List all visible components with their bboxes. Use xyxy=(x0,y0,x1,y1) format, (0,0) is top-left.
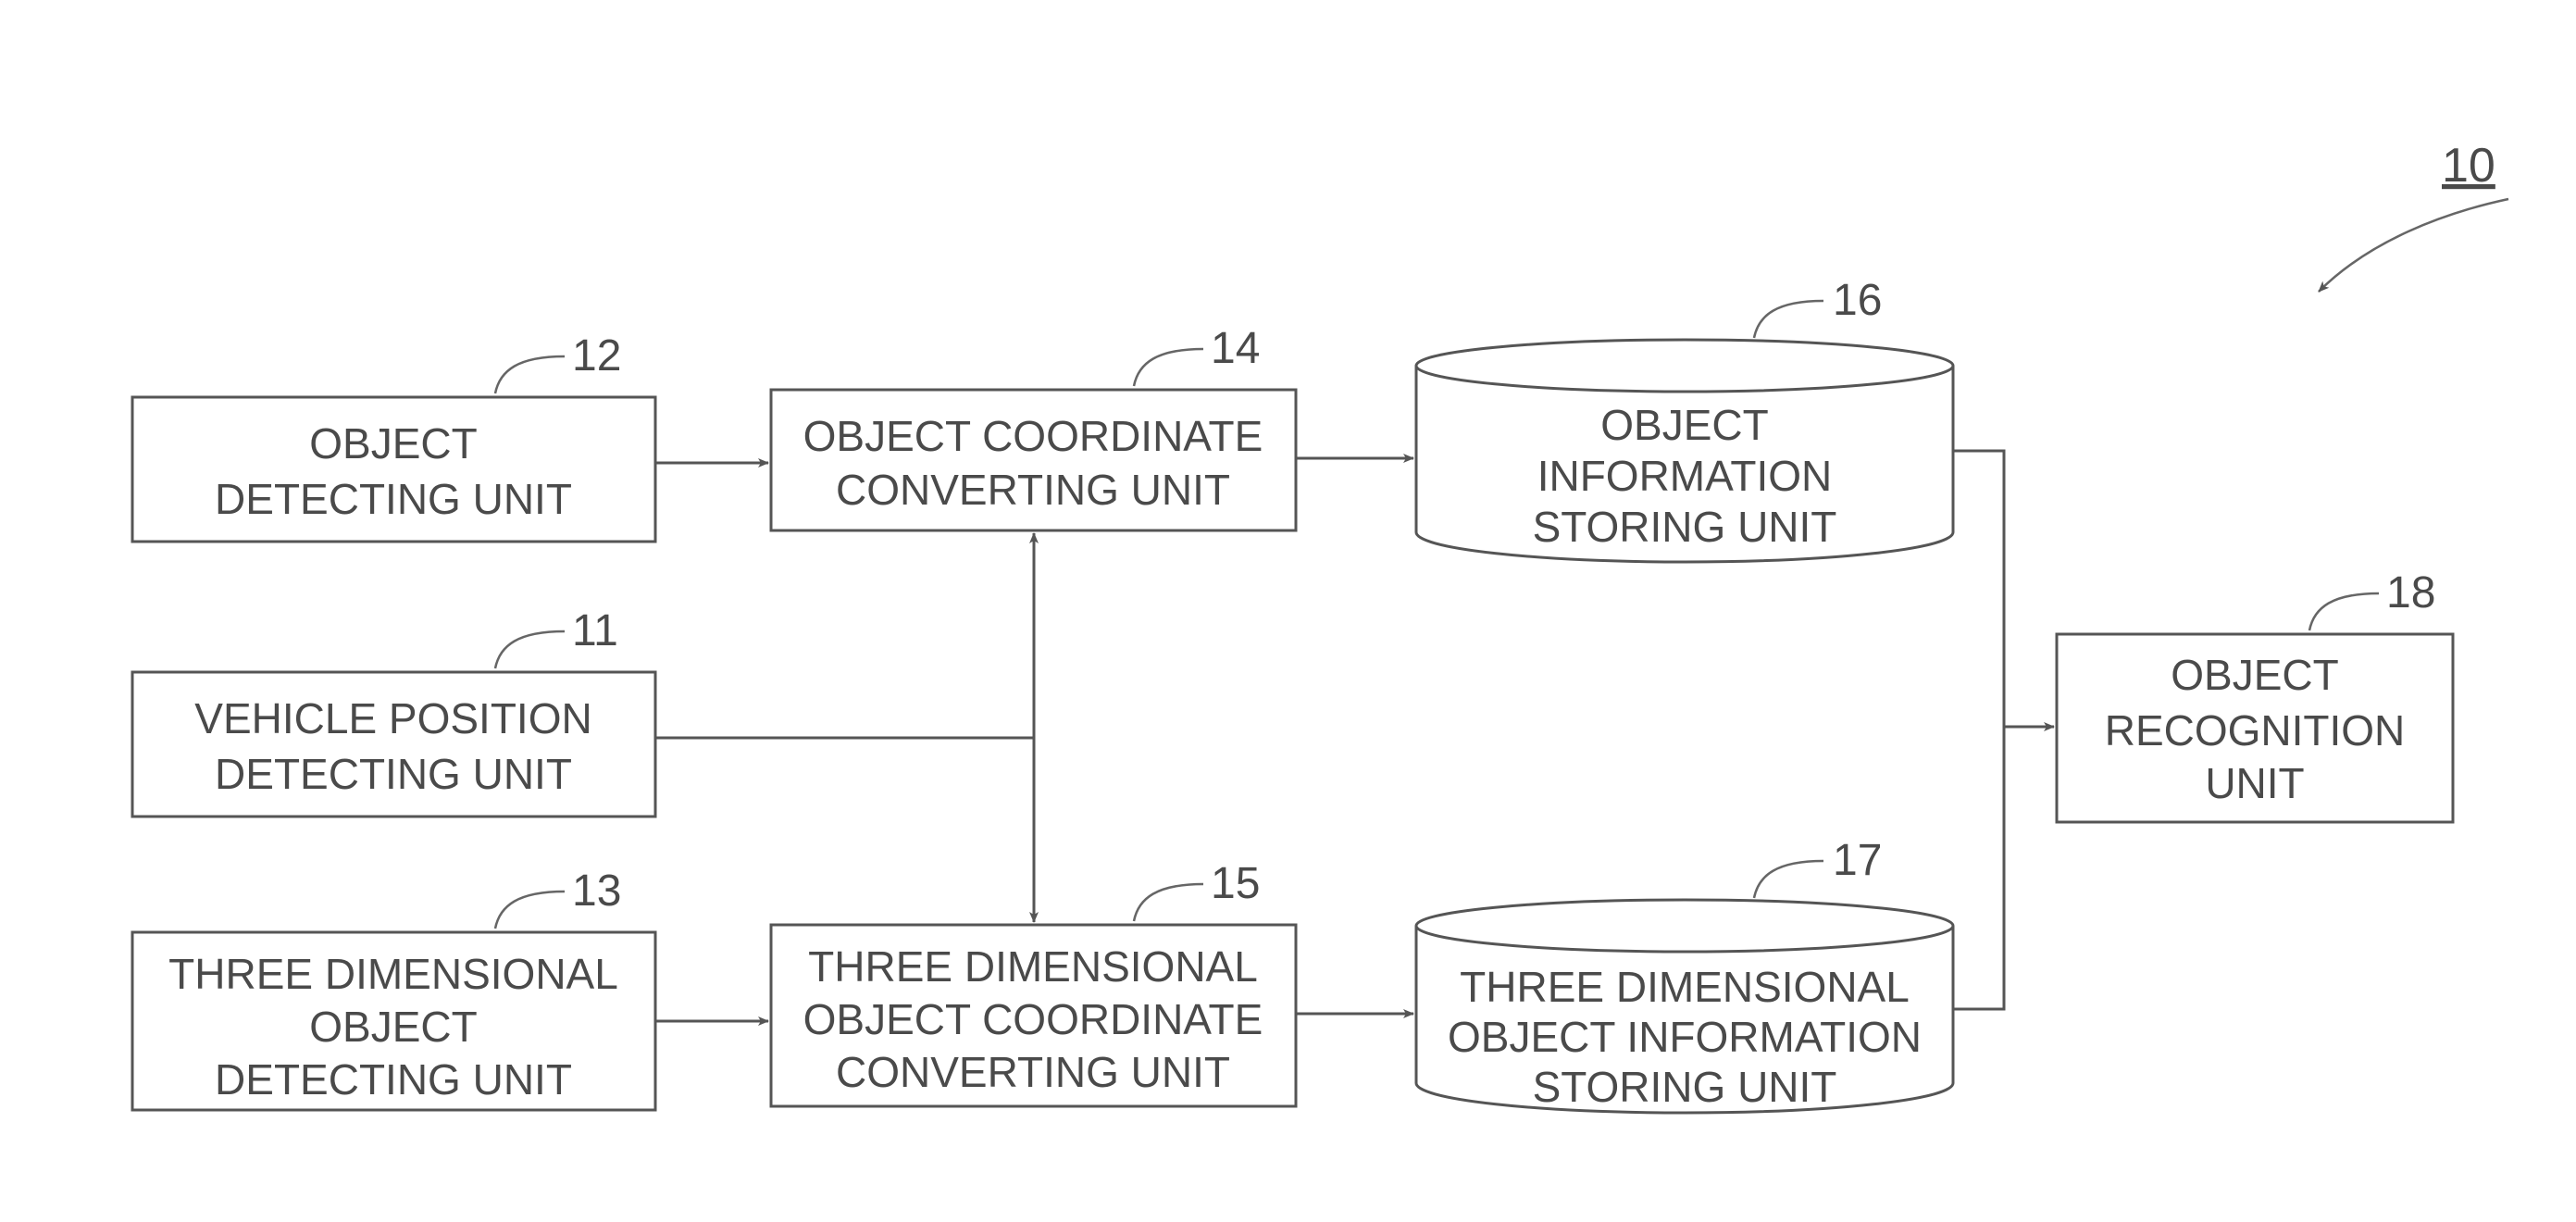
object-coordinate-converting-unit-ref: 14 xyxy=(1211,324,1260,373)
object-information-storing-unit-ref-leader xyxy=(1754,301,1823,338)
three-dimensional-object-coordinate-converting-unit-line-3: CONVERTING UNIT xyxy=(836,1048,1230,1096)
three-dimensional-object-coordinate-converting-unit-line-2: OBJECT COORDINATE xyxy=(803,995,1263,1043)
vehicle-position-detecting-unit-ref: 11 xyxy=(572,606,618,655)
three-dimensional-object-detecting-unit-ref: 13 xyxy=(572,867,621,916)
three-dimensional-object-information-storing-unit-line-2: OBJECT INFORMATION xyxy=(1448,1013,1922,1061)
object-detecting-unit-line-1: OBJECT xyxy=(309,419,477,468)
object-detecting-unit-ref: 12 xyxy=(572,331,621,380)
three-dimensional-object-information-storing-unit-ref: 17 xyxy=(1833,836,1882,885)
object-detecting-unit-line-2: DETECTING UNIT xyxy=(215,475,572,523)
object-information-storing-unit-cylinder-top xyxy=(1416,340,1953,392)
vehicle-position-detecting-unit-line-2: DETECTING UNIT xyxy=(215,750,572,798)
three-dimensional-object-detecting-unit-ref-leader xyxy=(495,892,565,929)
object-recognition-unit-line-2: RECOGNITION xyxy=(2105,706,2406,754)
three-dimensional-object-information-storing-unit-line-3: STORING UNIT xyxy=(1533,1063,1837,1111)
three-dimensional-object-detecting-unit-line-3: DETECTING UNIT xyxy=(215,1055,572,1104)
object-detecting-unit-ref-leader xyxy=(495,356,565,393)
three-dimensional-object-coordinate-converting-unit-ref-leader xyxy=(1134,884,1203,921)
object-coordinate-converting-unit-line-2: CONVERTING UNIT xyxy=(836,466,1230,514)
object-recognition-unit-line-1: OBJECT xyxy=(2171,651,2338,699)
object-information-storing-unit-line-1: OBJECT xyxy=(1600,401,1768,449)
object-recognition-unit-ref-leader xyxy=(2309,593,2379,630)
object-coordinate-converting-unit-ref-leader xyxy=(1134,349,1203,386)
object-information-storing-unit-ref: 16 xyxy=(1833,276,1882,325)
object-recognition-unit-line-3: UNIT xyxy=(2205,759,2304,807)
vehicle-position-detecting-unit-ref-leader xyxy=(495,631,565,668)
object-information-storing-unit-line-3: STORING UNIT xyxy=(1533,503,1837,551)
three-dimensional-object-coordinate-converting-unit-ref: 15 xyxy=(1211,859,1260,908)
three-dimensional-object-information-storing-unit-cylinder-top xyxy=(1416,900,1953,952)
figure-ref-arrow xyxy=(2319,199,2508,292)
vehicle-position-detecting-unit-line-1: VEHICLE POSITION xyxy=(194,694,591,742)
three-dimensional-object-coordinate-converting-unit-line-1: THREE DIMENSIONAL xyxy=(808,942,1258,991)
three-dimensional-object-information-storing-unit-line-1: THREE DIMENSIONAL xyxy=(1460,963,1910,1011)
line-16-to-junction xyxy=(1953,451,2004,1009)
three-dimensional-object-detecting-unit-line-1: THREE DIMENSIONAL xyxy=(168,950,618,998)
figure-ref-label: 10 xyxy=(2442,139,2495,193)
three-dimensional-object-information-storing-unit-ref-leader xyxy=(1754,861,1823,898)
three-dimensional-object-detecting-unit-line-2: OBJECT xyxy=(309,1003,477,1051)
object-recognition-unit-ref: 18 xyxy=(2386,568,2435,617)
object-coordinate-converting-unit-line-1: OBJECT COORDINATE xyxy=(803,412,1263,460)
object-information-storing-unit-line-2: INFORMATION xyxy=(1537,452,1833,500)
